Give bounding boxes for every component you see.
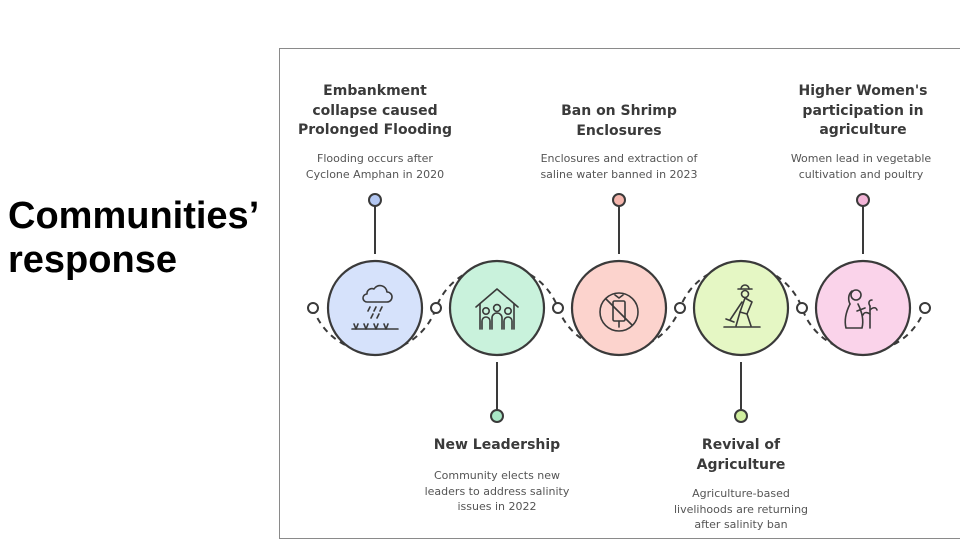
step-1-dot [368, 193, 382, 207]
connector-node [674, 302, 686, 314]
community-house-icon [475, 288, 519, 330]
connector-node [430, 302, 442, 314]
step-3-dot [612, 193, 626, 207]
step-2-circle [448, 259, 546, 357]
step-2-description: Community elects new leaders to address … [424, 469, 570, 513]
ban-icon [599, 292, 639, 332]
step-1-description: Flooding occurs after Cyclone Amphan in … [305, 152, 445, 181]
step-3-description: Enclosures and extraction of saline wate… [540, 152, 698, 181]
step-2-title: New Leadership [433, 437, 561, 453]
step-4-dot [734, 409, 748, 423]
step-2-dot [490, 409, 504, 423]
step-5-dot [856, 193, 870, 207]
step-5-description: Women lead in vegetable cultivation and … [790, 152, 932, 181]
timeline-graphic [307, 193, 931, 423]
step-4-description: Agriculture-based livelihoods are return… [673, 487, 809, 531]
connector-node [552, 302, 564, 314]
step-4-title: Revival of Agriculture [696, 437, 786, 473]
timeline-diagram: Embankment collapse caused Prolonged Flo… [279, 48, 960, 539]
rain-cloud-icon [351, 284, 399, 330]
connector-node [796, 302, 808, 314]
connector-node [307, 302, 319, 314]
farmer-icon [723, 284, 761, 328]
connector-node [919, 302, 931, 314]
step-1-title: Embankment collapse caused Prolonged Flo… [298, 83, 452, 138]
slide-title: Communities’ response [8, 194, 280, 282]
step-3-circle [570, 259, 668, 357]
step-5-title: Higher Women's participation in agricult… [798, 83, 928, 138]
step-3-title: Ban on Shrimp Enclosures [561, 103, 677, 139]
slide-title-line-2: response [8, 239, 177, 281]
woman-plant-icon [844, 289, 878, 329]
slide-title-line-1: Communities’ [8, 195, 260, 237]
